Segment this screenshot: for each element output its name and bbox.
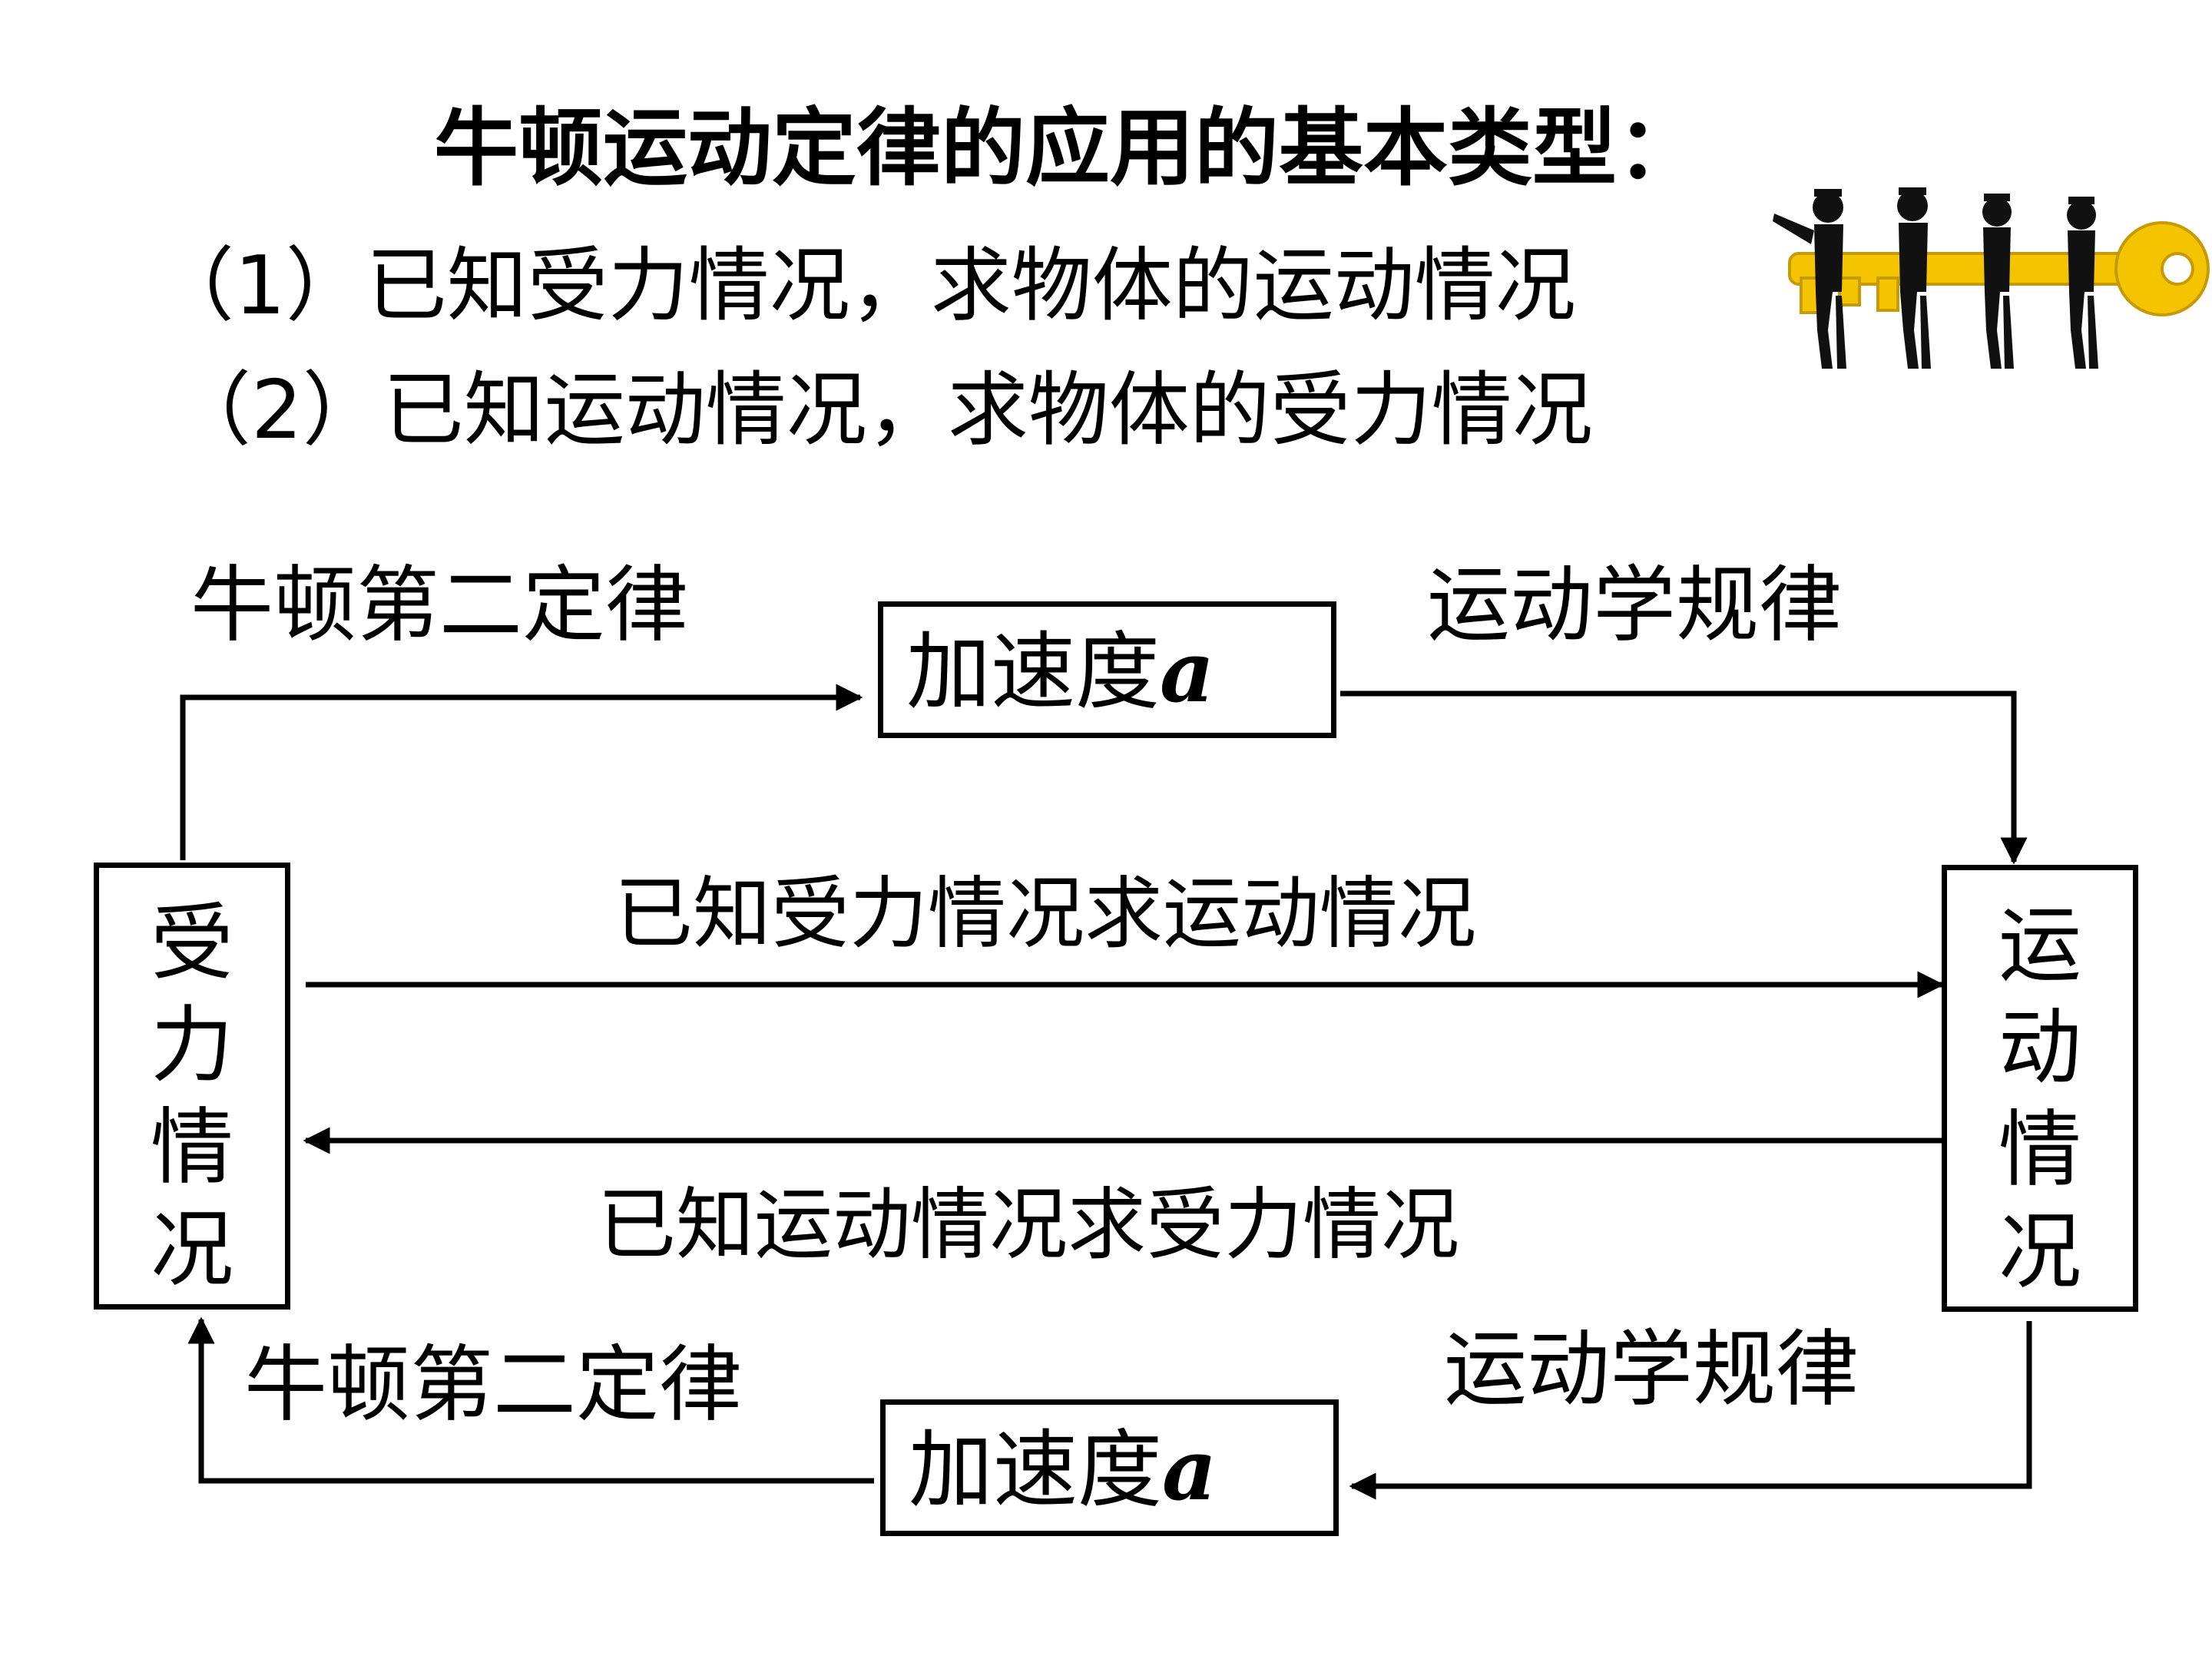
motion-char-4: 况	[1998, 1204, 2081, 1300]
bottom-left-label: 牛顿第二定律	[244, 1337, 743, 1433]
top-left-label: 牛顿第二定律	[190, 558, 689, 654]
bottom-right-connector	[1349, 1321, 2032, 1500]
middle-forward-label: 已知受力情况求运动情况	[614, 869, 1476, 960]
top-acceleration-var: a	[1160, 622, 1215, 721]
force-char-4: 况	[150, 1202, 233, 1298]
figure-4	[2067, 197, 2098, 369]
bottom-left-connector	[187, 1316, 874, 1484]
figure-1	[1773, 189, 1846, 369]
force-char-3: 情	[150, 1100, 233, 1196]
motion-condition-box: 运 动 情 况	[1942, 865, 2138, 1312]
motion-char-1: 运	[1998, 898, 2081, 994]
top-right-connector	[1340, 690, 2028, 865]
top-acceleration-box: 加速度a	[878, 601, 1336, 738]
type-item-2: （2）已知运动情况，求物体的受力情况	[171, 363, 1593, 457]
motion-char-2: 动	[1998, 1000, 2081, 1096]
top-acceleration-label: 加速度	[906, 623, 1160, 721]
top-left-connector	[180, 684, 863, 860]
force-char-1: 受	[150, 896, 233, 992]
bottom-acceleration-label: 加速度	[909, 1421, 1162, 1519]
bottom-right-label: 运动学规律	[1444, 1322, 1859, 1418]
bottom-acceleration-var: a	[1162, 1420, 1217, 1519]
figure-2	[1897, 187, 1931, 369]
people-carrying-key-icon	[1773, 187, 2210, 369]
force-char-2: 力	[150, 998, 233, 1094]
top-right-label: 运动学规律	[1427, 558, 1843, 654]
bottom-acceleration-box: 加速度a	[880, 1399, 1339, 1536]
type-item-1: （1）已知受力情况，求物体的运动情况	[154, 239, 1576, 333]
key-icon	[1788, 221, 2210, 316]
figure-3	[1982, 194, 2014, 369]
page-title: 牛顿运动定律的应用的基本类型：	[434, 98, 1701, 197]
motion-char-3: 情	[1998, 1102, 2081, 1198]
middle-backward-label: 已知运动情况求受力情况	[598, 1180, 1459, 1271]
force-condition-box: 受 力 情 况	[94, 863, 290, 1310]
